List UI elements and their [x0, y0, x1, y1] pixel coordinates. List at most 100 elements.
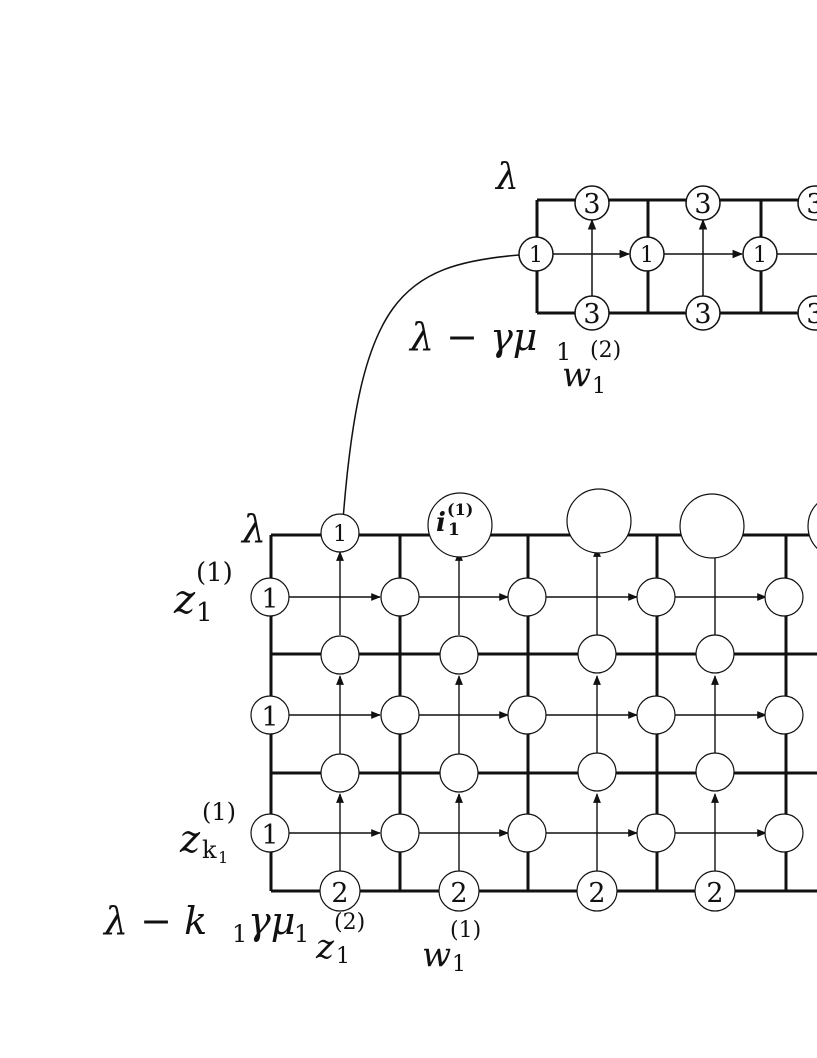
- zk1-sup: (1): [202, 798, 236, 826]
- node-label: 1: [261, 820, 278, 851]
- node-label: 3: [583, 299, 600, 330]
- node-3: 3: [797, 295, 817, 331]
- node-label: 3: [806, 189, 817, 220]
- node-1: 1: [320, 513, 360, 553]
- empty-node: [577, 752, 617, 792]
- node-3: 3: [685, 295, 721, 331]
- z12-sup: (2): [334, 910, 366, 935]
- bottom-lambda-k-rest: γμ: [248, 899, 296, 943]
- i1-sup: (1): [447, 500, 474, 519]
- bottom-lambda-label: λ: [242, 507, 267, 551]
- main-lattice-nodes: 1 1 1 1: [250, 488, 817, 912]
- node-2: 2: [319, 870, 361, 912]
- z11-main: z: [174, 577, 196, 623]
- i1-sub: 1: [448, 520, 460, 540]
- node-3: 3: [574, 295, 610, 331]
- top-lambda-gamma-mu-main: λ − γμ: [410, 315, 538, 359]
- node-label: 2: [706, 878, 723, 909]
- z12-main: z: [316, 927, 334, 967]
- node-label: 1: [753, 243, 767, 268]
- empty-node: [439, 753, 479, 793]
- empty-node: [695, 634, 735, 674]
- empty-node: [577, 634, 617, 674]
- node-i1: [427, 492, 493, 558]
- main-lattice: 1 1 1 1: [250, 488, 817, 912]
- node-label: 1: [261, 702, 278, 733]
- node-1: 1: [250, 695, 290, 735]
- zk1-main: z: [180, 817, 201, 861]
- node-2: 2: [438, 870, 480, 912]
- z12-sub: 1: [336, 944, 350, 969]
- w2-sub: 1: [592, 374, 606, 399]
- node-label: 1: [261, 584, 278, 615]
- node-label: 1: [640, 243, 654, 268]
- empty-node: [380, 695, 420, 735]
- empty-node: [439, 635, 479, 675]
- empty-node: [507, 813, 547, 853]
- node-3: 3: [685, 185, 721, 221]
- node-1: 1: [629, 236, 665, 272]
- top-lambda-gamma-mu-sub: 1: [556, 338, 572, 366]
- empty-node: [636, 813, 676, 853]
- empty-node: [764, 813, 804, 853]
- node-1: 1: [250, 813, 290, 853]
- bottom-lambda-k-main: λ − k: [104, 899, 208, 943]
- empty-node: [764, 577, 804, 617]
- empty-node: [320, 753, 360, 793]
- node-label: 3: [583, 189, 600, 220]
- node-label: 2: [331, 878, 348, 909]
- empty-node: [764, 695, 804, 735]
- node-label: 2: [588, 878, 605, 909]
- node-label: 1: [529, 243, 543, 268]
- w1-main: w: [422, 935, 452, 975]
- i1-main: i: [436, 508, 446, 538]
- node-label: 3: [806, 299, 817, 330]
- w1-sub: 1: [452, 952, 466, 977]
- node-2: 2: [576, 870, 618, 912]
- main-lattice-arrows: [289, 547, 767, 871]
- z11-sub: 1: [196, 598, 213, 628]
- empty-node: [320, 635, 360, 675]
- empty-node: [566, 488, 632, 554]
- node-label: 2: [450, 878, 467, 909]
- zk1-sub: k: [202, 836, 217, 864]
- top-lattice: 3 3 3 1 1 1 3 3 3: [518, 185, 817, 331]
- empty-node: [695, 752, 735, 792]
- empty-node: [636, 695, 676, 735]
- node-2: 2: [694, 870, 736, 912]
- empty-node: [807, 502, 817, 550]
- empty-node: [636, 577, 676, 617]
- node-label: 1: [333, 522, 347, 547]
- node-1: 1: [518, 236, 554, 272]
- w2-sup: (2): [590, 338, 622, 363]
- w1-sup: (1): [450, 918, 482, 943]
- node-1: 1: [742, 236, 778, 272]
- connector-curve: [342, 254, 520, 521]
- empty-node: [380, 577, 420, 617]
- top-lambda-label: λ: [496, 157, 519, 198]
- node-label: 3: [694, 189, 711, 220]
- node-3: 3: [574, 185, 610, 221]
- w2-main: w: [562, 355, 592, 395]
- empty-node: [507, 577, 547, 617]
- node-label: 3: [694, 299, 711, 330]
- node-3: 3: [797, 185, 817, 221]
- bottom-lambda-k-sub: 1: [232, 920, 248, 948]
- empty-node: [507, 695, 547, 735]
- node-1: 1: [250, 577, 290, 617]
- top-lambda-gamma-mu-label: λ − γμ 1: [410, 315, 571, 364]
- bottom-lambda-k-rest-sub: 1: [294, 920, 310, 948]
- top-lattice-nodes: 3 3 3 1 1 1 3 3 3: [518, 185, 817, 331]
- top-lattice-arrows: [553, 218, 817, 297]
- zk1-subsub: 1: [218, 848, 229, 867]
- empty-node: [380, 813, 420, 853]
- z11-sup: (1): [196, 558, 233, 588]
